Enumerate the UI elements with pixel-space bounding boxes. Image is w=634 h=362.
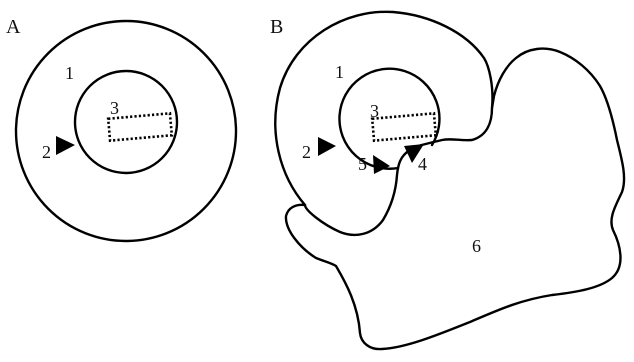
panel-b-title: B [270, 16, 283, 38]
panel-a-outer-circle [16, 21, 236, 241]
panel-a-label-2: 2 [42, 142, 51, 162]
panel-b-arrowhead-5 [373, 155, 390, 174]
panel-b-outer-boundary [275, 12, 624, 349]
panel-b-label-6: 6 [472, 236, 481, 256]
panel-b-ring-inner-wall [305, 108, 492, 235]
panel-b-label-3: 3 [370, 101, 379, 121]
panel-b-label-4: 4 [418, 154, 427, 174]
panel-a-title: A [6, 16, 21, 38]
panel-b-label-2: 2 [302, 142, 311, 162]
panel-a-arrowhead-2 [56, 136, 75, 155]
panel-b-label-5: 5 [358, 154, 367, 174]
panel-b-arrowhead-2 [318, 137, 336, 156]
panel-a-label-3: 3 [110, 98, 119, 118]
panel-b: B 1 2 3 4 5 6 [270, 12, 624, 349]
panel-a: A 1 2 3 [6, 16, 236, 241]
panel-a-label-1: 1 [65, 63, 74, 83]
panel-a-inner-circle [75, 71, 177, 173]
panel-b-dotted-rectangle [372, 113, 436, 140]
panel-b-label-1: 1 [335, 62, 344, 82]
